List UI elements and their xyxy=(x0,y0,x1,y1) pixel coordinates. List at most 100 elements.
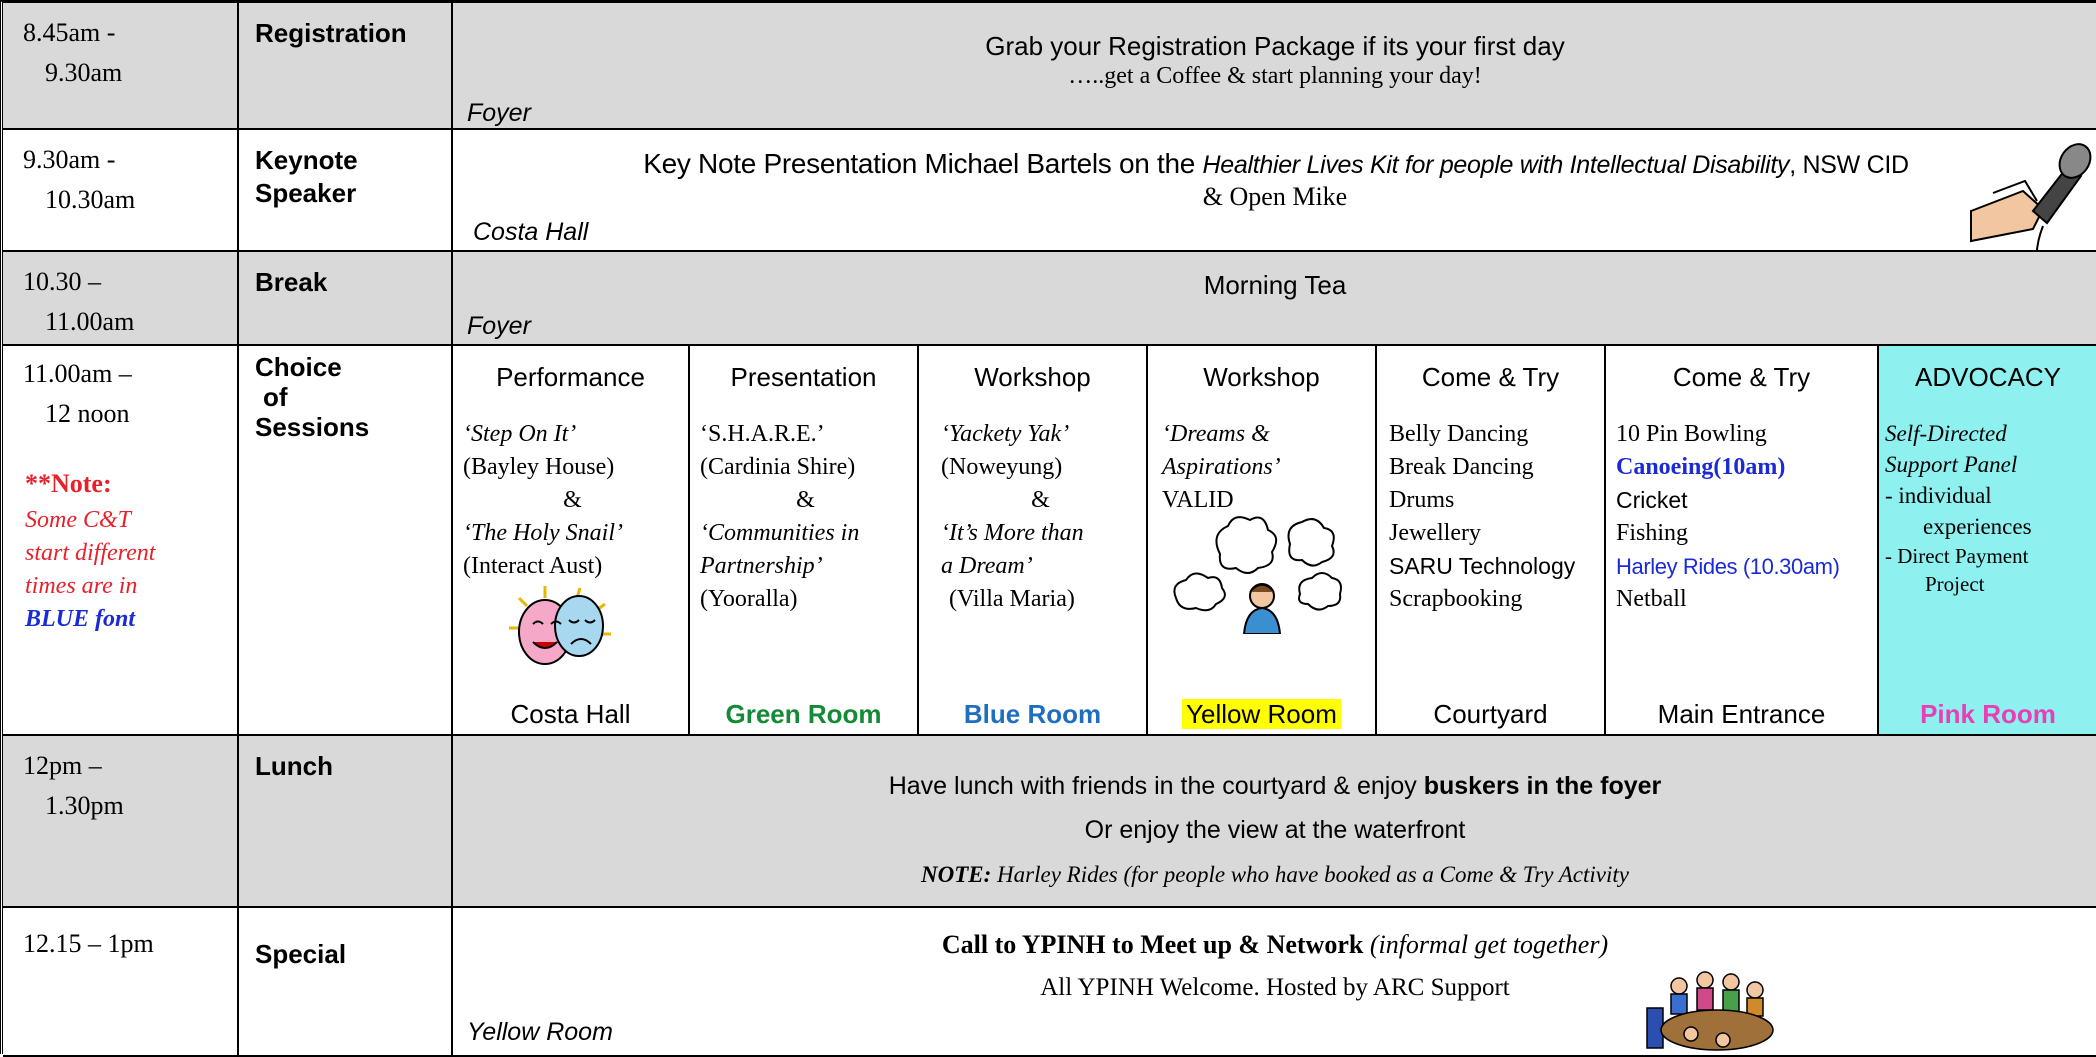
special-label: Special xyxy=(239,908,453,1057)
session-org: (Noweyung) xyxy=(941,454,1063,480)
room-pink-room: Pink Room xyxy=(1879,698,2096,730)
registration-location: Foyer xyxy=(467,99,531,127)
room-yellow-room: Yellow Room xyxy=(1148,698,1375,730)
time-start: 11.00am – xyxy=(23,359,132,388)
activity-item: Scrapbooking xyxy=(1389,586,1523,612)
session-title: ‘The Holy Snail’ xyxy=(463,520,623,546)
session-workshop-2: Workshop ‘Dreams & Aspirations’ VALID Ye… xyxy=(1148,346,1377,736)
activity-item: Canoeing(10am) xyxy=(1616,454,1786,480)
keynote-label: Keynote Speaker xyxy=(239,130,453,252)
meeting-table-icon xyxy=(1646,971,1774,1051)
room-blue-room: Blue Room xyxy=(919,698,1146,730)
sessions-label: Choice of Sessions xyxy=(239,346,453,736)
lunch-line2: Or enjoy the view at the waterfront xyxy=(1084,816,1466,844)
keynote-kit-title: Healthier Lives Kit for people with Inte… xyxy=(1202,151,1790,179)
activity-item: Fishing xyxy=(1616,520,1689,546)
keynote-line2: & Open Mike xyxy=(1202,182,1348,211)
session-title: ‘Yackety Yak’ xyxy=(941,421,1070,447)
activity-item: Belly Dancing xyxy=(1389,421,1529,447)
label-line: Sessions xyxy=(255,412,370,442)
session-org: (Bayley House) xyxy=(463,454,615,480)
special-line1: Call to YPINH to Meet up & Network (info… xyxy=(453,930,2096,960)
session-presentation: Presentation ‘S.H.A.R.E.’ (Cardinia Shir… xyxy=(690,346,919,736)
theatre-masks-icon xyxy=(509,586,611,665)
break-label: Break xyxy=(239,252,453,346)
session-advocacy: ADVOCACY Self-Directed Support Panel - i… xyxy=(1879,346,2096,736)
keynote-content: Key Note Presentation Michael Bartels on… xyxy=(453,130,2096,252)
keynote-text: Key Note Presentation Michael Bartels on… xyxy=(643,148,1203,179)
special-content: Call to YPINH to Meet up & Network (info… xyxy=(453,908,2096,1057)
time-range: 12.15 – 1pm xyxy=(23,929,154,958)
label-line: of xyxy=(263,382,288,412)
session-title: ‘Dreams & xyxy=(1162,421,1270,447)
bullet-item-cont: experiences xyxy=(1923,514,2032,539)
special-time: 12.15 – 1pm xyxy=(3,908,239,1057)
session-type: Workshop xyxy=(974,362,1091,392)
lunch-note: NOTE: Harley Rides (for people who have … xyxy=(453,862,2096,888)
activity-item: 10 Pin Bowling xyxy=(1616,421,1767,447)
activity-item: Harley Rides (10.30am) xyxy=(1616,554,1840,579)
room-label: Pink Room xyxy=(1920,699,2056,729)
label-line: Choice xyxy=(255,352,342,382)
break-content: Morning Tea Foyer xyxy=(453,252,2096,346)
special-location: Yellow Room xyxy=(467,1018,613,1046)
session-details: ‘Dreams & Aspirations’ VALID xyxy=(1162,418,1369,517)
time-end: 9.30am xyxy=(45,58,123,87)
note-line: Some C&T xyxy=(25,507,132,533)
session-org: (Interact Aust) xyxy=(463,553,603,579)
registration-content: Grab your Registration Package if its yo… xyxy=(453,3,2096,130)
room-label: Yellow Room xyxy=(1182,699,1341,729)
room-label: Courtyard xyxy=(1433,699,1548,729)
session-title: ‘It’s More than xyxy=(941,520,1084,546)
session-and: & xyxy=(563,487,582,513)
session-details: ‘Yackety Yak’ (Noweyung) & ‘It’s More th… xyxy=(941,418,1140,616)
break-activity: Morning Tea xyxy=(1203,270,1347,300)
session-type: Workshop xyxy=(1203,362,1320,392)
session-title: ‘Communities in xyxy=(700,520,860,546)
session-performance: Performance ‘Step On It’ (Bayley House) … xyxy=(453,346,690,736)
note-text: Harley Rides (for people who have booked… xyxy=(991,862,1629,887)
session-workshop-1: Workshop ‘Yackety Yak’ (Noweyung) & ‘It’… xyxy=(919,346,1148,736)
special-title: Call to YPINH to Meet up & Network xyxy=(941,930,1370,959)
room-label: Main Entrance xyxy=(1657,699,1826,729)
activity-item: Break Dancing xyxy=(1389,454,1534,480)
session-and: & xyxy=(1031,487,1050,513)
session-title: a Dream’ xyxy=(941,553,1033,579)
keynote-location: Costa Hall xyxy=(473,218,589,246)
time-start: 8.45am - xyxy=(23,18,116,47)
time-start: 12pm – xyxy=(23,751,102,780)
session-type: Come & Try xyxy=(1672,362,1811,392)
keynote-line1: Key Note Presentation Michael Bartels on… xyxy=(453,148,2096,180)
session-org: (Villa Maria) xyxy=(949,586,1075,612)
time-end: 1.30pm xyxy=(45,791,124,820)
activity-item: Drums xyxy=(1389,487,1455,513)
lunch-text: Have lunch with friends in the courtyard… xyxy=(888,772,1424,800)
registration-line1: Grab your Registration Package if its yo… xyxy=(985,31,1565,61)
bullet-item: - individual xyxy=(1885,483,1992,508)
room-label: Costa Hall xyxy=(510,699,631,729)
session-title: ‘S.H.A.R.E.’ xyxy=(700,421,825,447)
break-time: 10.30 – 11.00am xyxy=(3,252,239,346)
session-org: (Cardinia Shire) xyxy=(700,454,856,480)
keynote-time: 9.30am - 10.30am xyxy=(3,130,239,252)
note-line: times are in xyxy=(25,573,138,599)
activity-list: 10 Pin Bowling Canoeing(10am) Cricket Fi… xyxy=(1616,418,1875,616)
lunch-buskers: buskers in the foyer xyxy=(1423,772,1662,800)
session-org: (Yooralla) xyxy=(700,586,798,612)
bullet-item: - Direct Payment xyxy=(1885,544,2029,568)
room-courtyard: Courtyard xyxy=(1377,698,1604,730)
registration-line2: …..get a Coffee & start planning your da… xyxy=(1068,63,1482,89)
note-label: NOTE: xyxy=(921,862,992,887)
special-subtitle: (informal get together) xyxy=(1369,930,1609,959)
keynote-org: , NSW CID xyxy=(1789,151,1909,179)
session-title: Partnership’ xyxy=(700,553,823,579)
lunch-label: Lunch xyxy=(239,736,453,908)
session-type: Come & Try xyxy=(1421,362,1560,392)
session-type: ADVOCACY xyxy=(1915,362,2061,392)
room-label: Blue Room xyxy=(963,699,1102,729)
time-start: 10.30 – xyxy=(23,267,101,296)
label-line: Keynote xyxy=(255,145,358,175)
room-costa-hall: Costa Hall xyxy=(453,698,688,730)
special-line2: All YPINH Welcome. Hosted by ARC Support xyxy=(1040,974,1510,1001)
